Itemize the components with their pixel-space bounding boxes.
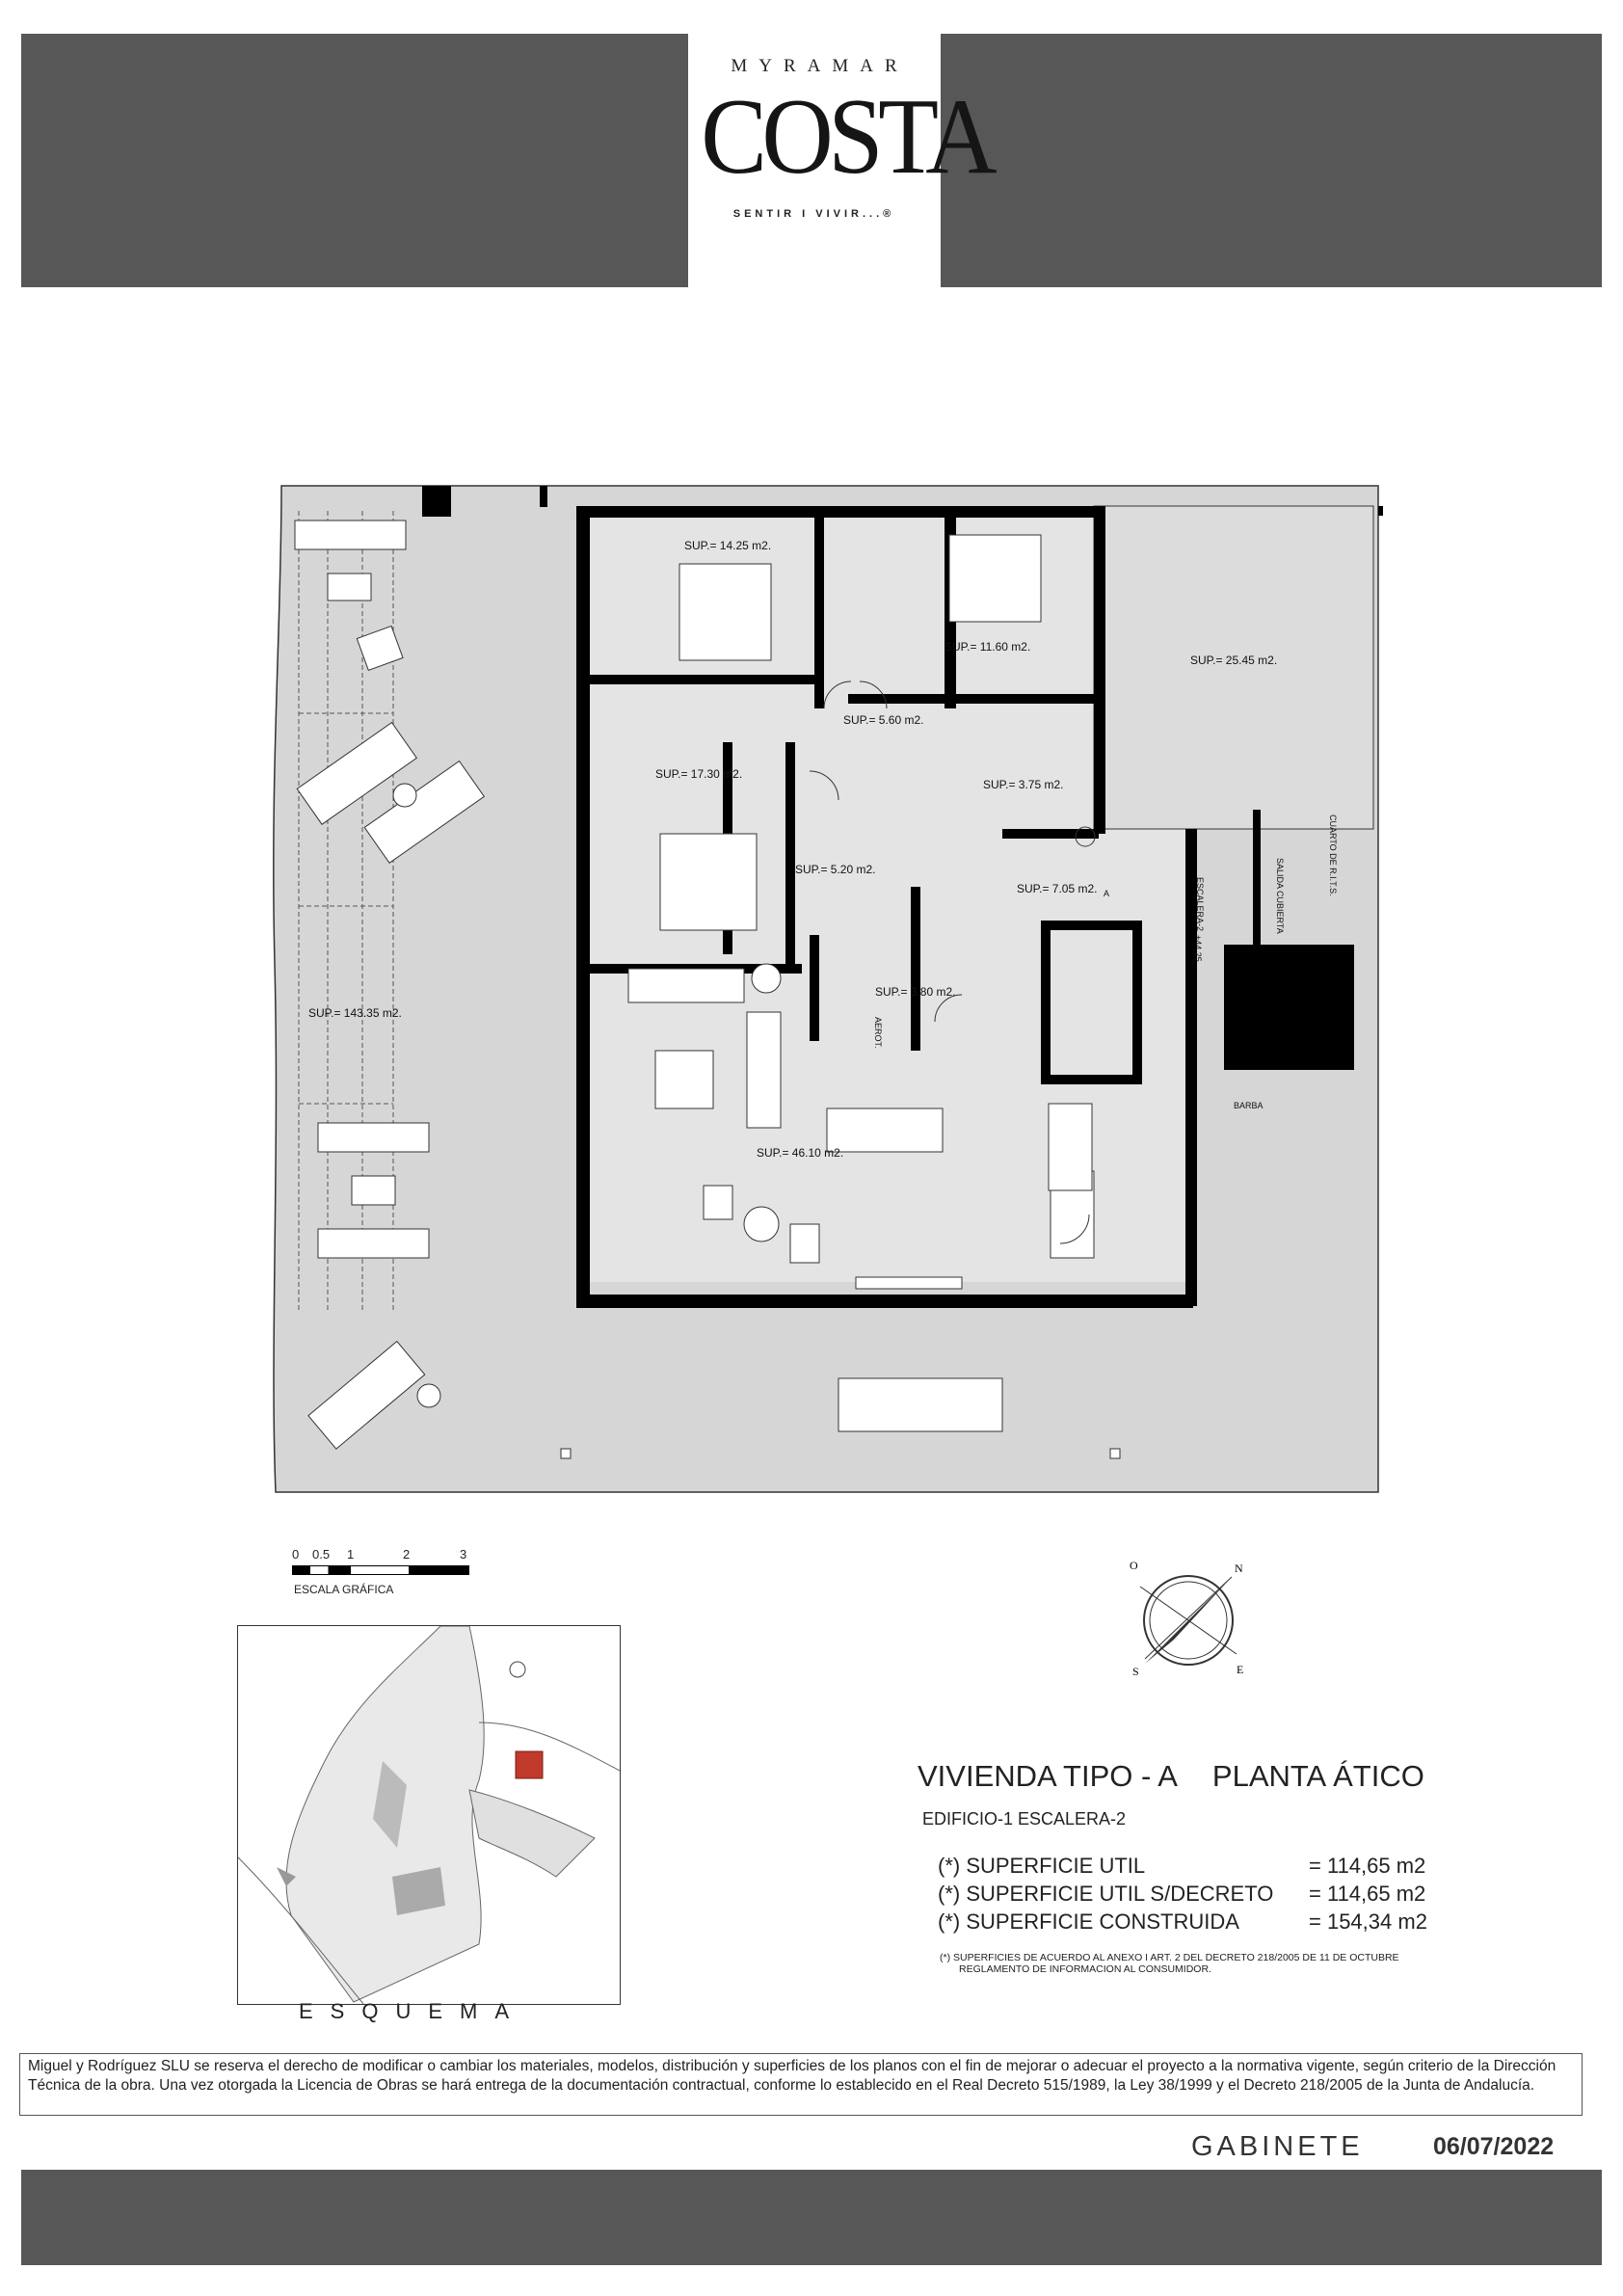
compass-e: E [1237,1663,1243,1676]
site-schema-highlight [515,1750,544,1779]
room-bedroom2-area: SUP.= 11.60 m2. [945,640,1030,654]
bed-2 [948,534,1042,623]
room-terrace-right-area: SUP.= 25.45 m2. [1190,654,1277,667]
label-stair: ESCALERA-2 [1195,877,1205,931]
surface-util-value: = 114,65 m2 [1309,1854,1426,1878]
surface-util-label: (*) SUPERFICIE UTIL [938,1854,1146,1878]
surface-row-decreto: (*) SUPERFICIE UTIL S/DECRETO = 114,65 m… [938,1882,1425,1907]
brand-main: COSTA [701,77,997,197]
scale-tick-2: 2 [403,1547,411,1562]
label-roof-exit: SALIDA CUBIERTA [1275,858,1285,934]
north-compass-icon: N S E O [1130,1559,1243,1678]
site-schema [237,1625,621,2005]
surface-decreto-label: (*) SUPERFICIE UTIL S/DECRETO [938,1882,1274,1906]
surface-decreto-value: = 114,65 m2 [1309,1882,1426,1906]
bed-3 [659,833,758,931]
brand-top: MYRAMAR [731,56,909,76]
compass-o: O [1130,1559,1138,1572]
furniture [294,520,1095,1450]
room-laundry-area: SUP.= 3.80 m2. [875,985,956,999]
surface-construida-label: (*) SUPERFICIE CONSTRUIDA [938,1909,1239,1934]
room-bath1-area: SUP.= 3.75 m2. [983,778,1064,791]
label-level: +44.25 [1193,935,1203,962]
doors [809,681,1096,1244]
room-hall-area: SUP.= 5.60 m2. [843,713,924,727]
scale-tick-1: 1 [347,1547,355,1562]
graphic-scale: 0 0.5 1 2 3 ESCALA GRÁFICA [289,1547,482,1605]
document-date: 06/07/2022 [1433,2133,1555,2160]
site-schema-map [237,1625,621,2005]
brand-logo: MYRAMAR COSTA SENTIR I VIVIR...® [691,39,997,280]
scale-tick-05: 0.5 [312,1547,331,1562]
room-bedroom1-area: SUP.= 14.25 m2. [684,539,771,552]
header-band-left [21,34,688,287]
room-corridor-area: SUP.= 7.05 m2. [1017,882,1098,895]
bed-1 [678,563,772,661]
brand-tagline: SENTIR I VIVIR...® [732,208,895,220]
dwelling-title: VIVIENDA TIPO - A PLANTA ÁTICO [918,1759,1424,1794]
sunbed-1 [294,520,407,550]
floor-plan: SUP.= 14.25 m2. SUP.= 11.60 m2. SUP.= 25… [273,485,1383,1493]
terrace-right [1093,505,1374,830]
header-band-right [941,34,1602,287]
room-bedroom3-area: SUP.= 17.30 m2. [655,767,742,781]
terrace-markers [560,1448,1121,1459]
compass-s: S [1132,1665,1139,1678]
surface-row-util: (*) SUPERFICIE UTIL = 114,65 m2 [938,1854,1425,1879]
label-rits: CUARTO DE R.I.T.S. [1328,814,1338,896]
surface-footnote: (*) SUPERFICIES DE ACUERDO AL ANEXO I AR… [940,1952,1518,1975]
office-label: GABINETE [1191,2131,1364,2162]
legal-disclaimer: Miguel y Rodríguez SLU se reserva el der… [19,2053,1583,2116]
footer-band [21,2170,1602,2265]
label-barbacoa: BARBA [1234,1101,1264,1110]
building-subtitle: EDIFICIO-1 ESCALERA-2 [922,1809,1127,1829]
room-bath2-area: SUP.= 5.20 m2. [795,863,876,876]
floor-name: PLANTA ÁTICO [1211,1759,1424,1793]
surface-construida-value: = 154,34 m2 [1309,1909,1427,1934]
scale-caption: ESCALA GRÁFICA [294,1583,394,1596]
compass-n: N [1235,1562,1243,1575]
room-terrace-left-area: SUP.= 143.35 m2. [308,1006,402,1020]
footnote-line-1: (*) SUPERFICIES DE ACUERDO AL ANEXO I AR… [940,1952,1399,1963]
dwelling-type: VIVIENDA TIPO - A [918,1759,1178,1793]
footnote-line-2: REGLAMENTO DE INFORMACION AL CONSUMIDOR. [959,1963,1211,1975]
room-living-area: SUP.= 46.10 m2. [757,1146,843,1160]
scale-tick-3: 3 [460,1547,467,1562]
schema-title: ESQUEMA [299,1999,527,2023]
scale-tick-0: 0 [292,1547,300,1562]
label-aero: AEROT. [873,1017,883,1049]
scale-bar [292,1565,469,1575]
label-marker: A [1104,889,1109,898]
surface-row-construida: (*) SUPERFICIE CONSTRUIDA = 154,34 m2 [938,1909,1427,1935]
